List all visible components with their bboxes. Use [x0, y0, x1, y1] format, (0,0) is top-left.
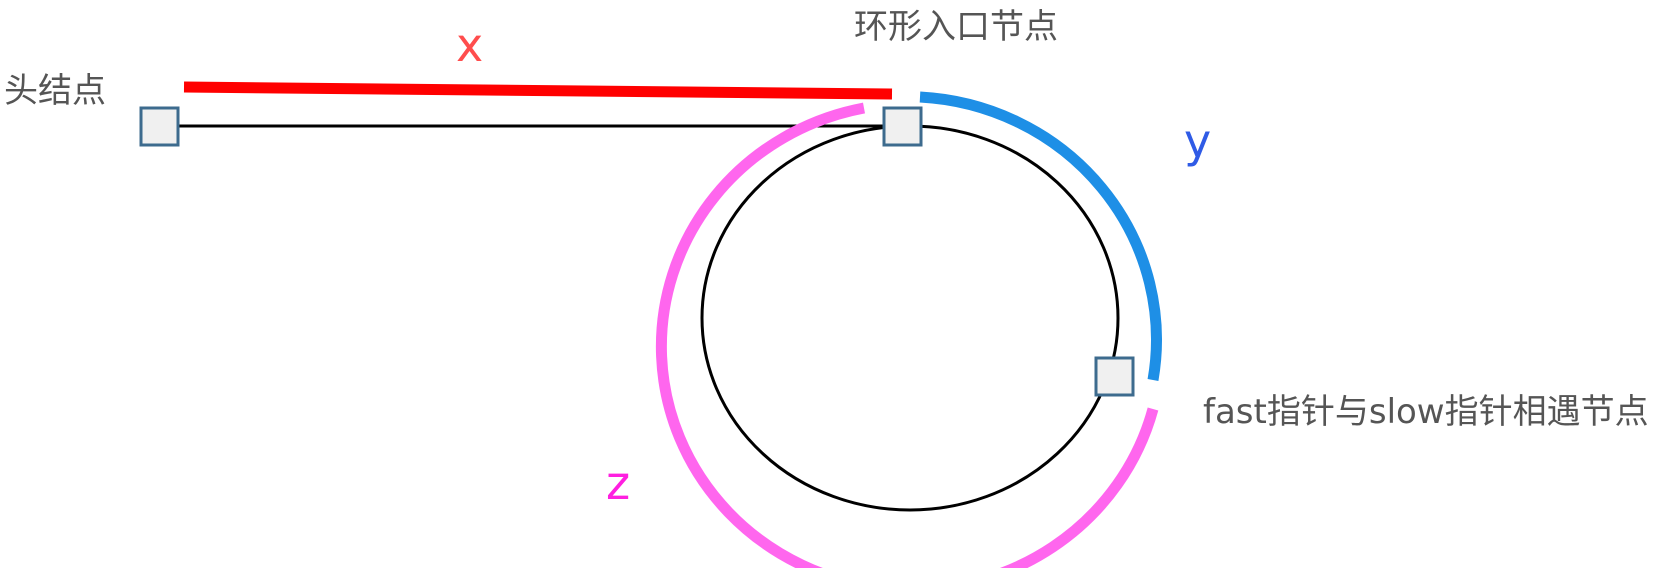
list-cycle-ring [700, 124, 1120, 512]
segment-z-label: z [606, 456, 631, 510]
meet-node-label: fast指针与slow指针相遇节点 [1203, 392, 1649, 432]
head-node-label: 头结点 [4, 71, 106, 111]
segment-x-label: x [456, 18, 484, 72]
head-node [139, 106, 180, 147]
segment-x-line [183, 81, 893, 100]
entry-node-label: 环形入口节点 [854, 7, 1058, 47]
entry-node [882, 106, 923, 147]
segment-y-label: y [1184, 114, 1212, 168]
segment-z-arc [655, 102, 1159, 568]
segment-y-arc [919, 91, 1162, 381]
meet-node [1094, 356, 1135, 397]
